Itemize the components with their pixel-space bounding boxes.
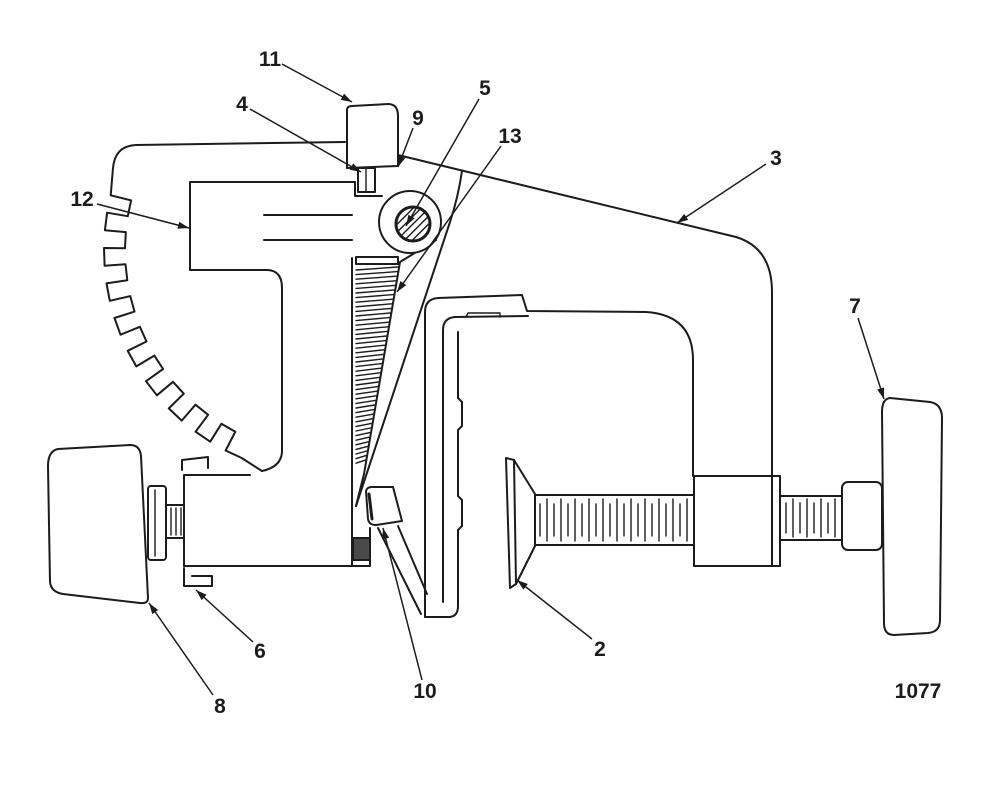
callout-label: 7 <box>849 295 861 318</box>
spring-coils <box>355 266 399 464</box>
leader-arrowhead <box>149 603 159 615</box>
leader-arrowhead <box>398 155 406 167</box>
hatch-line <box>396 207 415 226</box>
hatch-line <box>411 222 430 241</box>
right-collar <box>841 481 883 551</box>
frame-top-edge <box>397 154 773 477</box>
right-screw-shaft <box>779 495 843 541</box>
jaw-link-line <box>377 527 422 615</box>
left-screw-stub-threads <box>170 507 182 536</box>
leader-arrowhead <box>196 590 207 601</box>
callout-label: 5 <box>479 77 491 100</box>
leader-line <box>396 145 502 293</box>
body-lower-block <box>183 474 371 567</box>
leader-line <box>96 203 190 229</box>
blade-outer-edge <box>355 170 463 507</box>
clip-upper <box>181 456 209 471</box>
leader-line <box>676 163 767 224</box>
swivel-pad <box>505 457 536 589</box>
leader-arrowhead <box>349 163 361 172</box>
small-jaw <box>365 486 403 526</box>
figure-number: 1077 <box>895 680 942 703</box>
spring-cap <box>355 256 399 265</box>
hatch-line <box>405 216 429 240</box>
left-collar <box>147 485 167 561</box>
hatch-line <box>401 211 425 237</box>
callout-label: 2 <box>594 638 606 661</box>
right-knob <box>881 397 943 636</box>
leader-arrowhead <box>340 93 352 102</box>
right-screw-threads <box>785 498 836 538</box>
top-block <box>346 103 399 169</box>
callout-label: 8 <box>214 695 226 718</box>
c-frame-top-tab <box>465 312 501 318</box>
callout-label: 9 <box>412 107 424 130</box>
leader-line <box>195 589 254 643</box>
leader-line <box>382 527 423 681</box>
parts <box>47 103 943 636</box>
leader-line <box>148 602 214 696</box>
small-jaw-shade <box>367 492 374 521</box>
leader-line <box>857 317 885 400</box>
callout-labels: 11 4 9 5 13 3 12 7 2 10 6 8 1077 <box>70 48 941 718</box>
leader-line <box>405 98 480 227</box>
clamp-screw-threads <box>539 498 688 542</box>
leader-arrowhead <box>517 580 528 590</box>
screw-block <box>693 475 781 567</box>
callout-label: 12 <box>70 188 93 211</box>
leader-arrowhead <box>877 387 885 399</box>
swivel-pad-face-line <box>513 459 517 585</box>
leader-lines <box>96 63 885 696</box>
callout-label: 10 <box>413 680 436 703</box>
toothed-lever-outline <box>103 141 346 472</box>
c-frame-leg-inner-line <box>442 315 529 603</box>
callout-label: 3 <box>770 147 782 170</box>
leader-line <box>516 579 593 640</box>
rail-stop-block <box>352 537 371 561</box>
jaw-link-line <box>397 525 428 595</box>
leader-line <box>249 108 362 173</box>
callout-label: 6 <box>254 640 266 663</box>
leader-arrowhead <box>382 528 390 540</box>
clip-lower <box>183 567 213 587</box>
callout-label: 4 <box>236 93 248 116</box>
leader-arrowhead <box>177 221 189 229</box>
leader-arrowhead <box>397 281 407 292</box>
body-upper-outline <box>189 181 383 472</box>
leader-arrowhead <box>677 213 689 223</box>
leader-arrowhead <box>406 214 415 226</box>
callout-label: 13 <box>498 125 521 148</box>
left-knob <box>47 444 149 605</box>
c-frame-leg-edge <box>424 331 463 618</box>
leader-line <box>281 63 353 103</box>
callout-label: 11 <box>259 48 282 71</box>
clamp-screw-rod <box>533 494 695 546</box>
c-frame-outline <box>424 294 694 618</box>
